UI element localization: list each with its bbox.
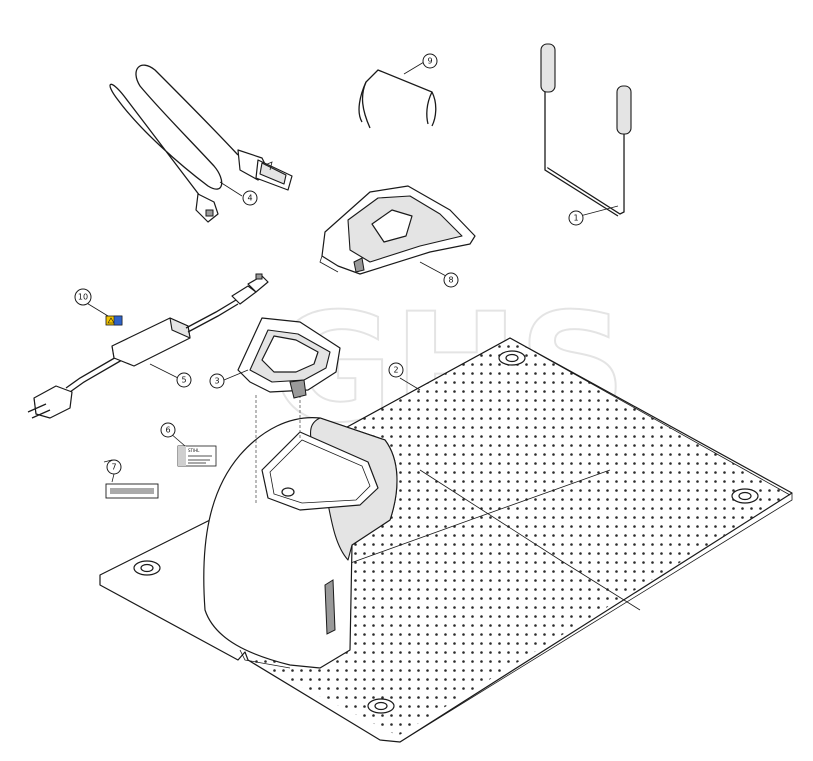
svg-text:2: 2 — [393, 366, 398, 375]
svg-text:4: 4 — [247, 194, 252, 203]
base-plate — [99, 337, 793, 743]
cover-frame — [237, 317, 341, 399]
product-label: STIHL — [177, 445, 217, 467]
callout-7: 7 — [106, 459, 122, 475]
callout-10: 10 — [74, 288, 92, 306]
callout-9: 9 — [422, 53, 438, 69]
svg-text:1: 1 — [573, 214, 578, 223]
callout-4: 4 — [242, 190, 258, 206]
callout-8: 8 — [443, 272, 459, 288]
top-cover — [319, 185, 476, 275]
wire-clip — [358, 69, 437, 129]
warning-label — [105, 315, 123, 326]
svg-text:3: 3 — [214, 377, 219, 386]
peg-hole-left — [133, 560, 161, 576]
svg-text:7: 7 — [111, 463, 116, 472]
peg-hole-bottom — [367, 698, 395, 714]
peg-stake — [540, 43, 632, 217]
alignment-lines — [255, 390, 301, 505]
svg-text:5: 5 — [181, 376, 186, 385]
callout-6: 6 — [160, 422, 176, 438]
callout-3: 3 — [209, 373, 225, 389]
peg-hole-right — [731, 488, 759, 504]
svg-text:8: 8 — [448, 276, 453, 285]
usb-cable — [109, 64, 293, 223]
svg-text:10: 10 — [78, 293, 88, 302]
docking-station-body — [203, 417, 398, 669]
callout-2: 2 — [388, 362, 404, 378]
product-label-text: STIHL — [188, 448, 200, 453]
callout-1: 1 — [568, 210, 584, 226]
svg-text:9: 9 — [427, 57, 432, 66]
peg-hole-top — [498, 350, 526, 366]
power-supply — [27, 273, 269, 419]
callout-5: 5 — [176, 372, 192, 388]
svg-text:6: 6 — [165, 426, 170, 435]
